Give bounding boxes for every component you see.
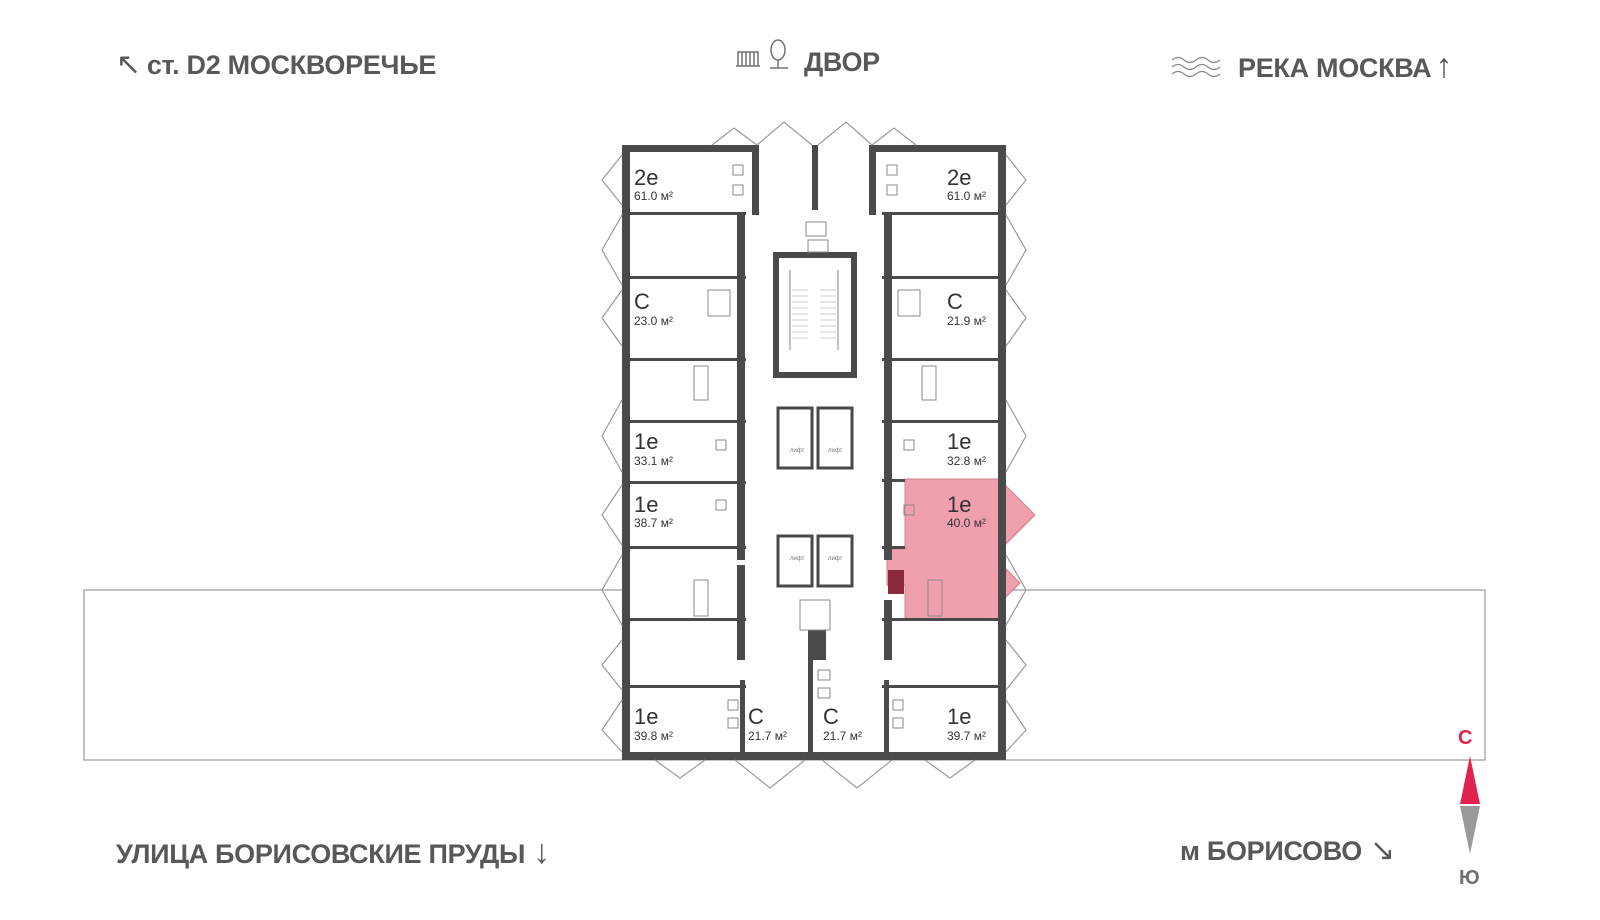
apartment-a6[interactable]: 1е 32.8 м² (947, 429, 986, 468)
apartment-a10[interactable]: С 21.7 м² (748, 704, 787, 743)
apt-area-a5: 33.1 м² (634, 454, 673, 468)
apt-type-a10: С (748, 704, 764, 729)
apt-type-a1: 2е (634, 165, 658, 190)
arrow-down-icon: ↓ (533, 833, 550, 871)
bathroom-fixtures (693, 164, 943, 729)
lift-label-4: лифт (828, 556, 843, 562)
apt-area-a10: 21.7 м² (748, 729, 787, 743)
compass-north-label: С (1458, 727, 1472, 749)
direction-bottom-left-text: УЛИЦА БОРИСОВСКИЕ ПРУДЫ (116, 839, 526, 869)
direction-top-right: РЕКА МОСКВА↑ (1170, 47, 1452, 86)
apt-area-a6: 32.8 м² (947, 454, 986, 468)
bay-windows (601, 121, 1027, 789)
outer-walls (622, 145, 1006, 760)
interior-walls (630, 212, 998, 760)
apartment-a7[interactable]: 1е 38.7 м² (634, 492, 673, 530)
stair-core (773, 252, 857, 378)
lift-label-1: лифт (790, 448, 805, 454)
compass-south-label: Ю (1459, 867, 1480, 889)
lift-shafts (776, 406, 854, 588)
apartment-a3[interactable]: С 23.0 м² (634, 289, 673, 328)
apt-type-a4: С (947, 289, 963, 314)
lift-labels: лифт лифт лифт лифт (790, 448, 843, 562)
apt-type-a8: 1е (947, 492, 971, 517)
arrow-up-icon: ↑ (1435, 47, 1453, 85)
direction-top-center-text: ДВОР (804, 47, 880, 77)
arrow-up-left-icon: ↖ (116, 48, 141, 81)
apartment-a9[interactable]: 1е 39.8 м² (634, 704, 673, 743)
apartment-labels: 2е 61.0 м² 2е 61.0 м² С 23.0 м² С 21.9 м… (634, 165, 986, 743)
apt-type-a5: 1е (634, 429, 658, 454)
apartment-a1[interactable]: 2е 61.0 м² (634, 165, 673, 203)
apt-type-a9: 1е (634, 704, 658, 729)
apt-area-a11: 21.7 м² (823, 729, 862, 743)
apartment-a5[interactable]: 1е 33.1 м² (634, 429, 673, 468)
apt-type-a2: 2е (947, 165, 971, 190)
apt-type-a11: С (823, 704, 839, 729)
apt-area-a4: 21.9 м² (947, 314, 986, 328)
direction-top-center: ДВОР (732, 39, 880, 80)
compass-south-arrow-icon (1460, 806, 1480, 854)
apt-type-a6: 1е (947, 429, 971, 454)
apt-area-a12: 39.7 м² (947, 729, 986, 743)
apt-area-a3: 23.0 м² (634, 314, 673, 328)
apt-area-a2: 61.0 м² (947, 189, 986, 203)
apt-area-a1: 61.0 м² (634, 189, 673, 203)
direction-bottom-right: м БОРИСОВО↘ (1180, 833, 1395, 868)
apartment-a11[interactable]: С 21.7 м² (823, 704, 862, 743)
arrow-down-right-icon: ↘ (1369, 834, 1395, 867)
direction-bottom-right-text: м БОРИСОВО (1180, 836, 1362, 866)
apt-type-a12: 1е (947, 704, 971, 729)
direction-bottom-left: УЛИЦА БОРИСОВСКИЕ ПРУДЫ↓ (116, 833, 550, 872)
direction-top-right-text: РЕКА МОСКВА (1238, 53, 1432, 83)
courtyard-icon (736, 39, 788, 69)
apt-type-a3: С (634, 289, 650, 314)
lift-label-2: лифт (828, 448, 843, 454)
compass: С Ю (1458, 727, 1480, 889)
highlight-shaft (888, 570, 904, 594)
direction-top-left: ↖ст. D2 МОСКВОРЕЧЬЕ (116, 47, 436, 82)
lift-label-3: лифт (790, 556, 805, 562)
direction-top-left-text: ст. D2 МОСКВОРЕЧЬЕ (146, 50, 437, 80)
apartment-a8[interactable]: 1е 40.0 м² (947, 492, 986, 530)
apartment-a4[interactable]: С 21.9 м² (947, 289, 986, 328)
river-waves-icon (1171, 56, 1221, 78)
compass-north-arrow-icon (1460, 756, 1480, 804)
apt-area-a9: 39.8 м² (634, 729, 673, 743)
apt-area-a7: 38.7 м² (634, 516, 673, 530)
apt-type-a7: 1е (634, 492, 658, 517)
apt-area-a8: 40.0 м² (947, 516, 986, 530)
apartment-a2[interactable]: 2е 61.0 м² (947, 165, 986, 203)
apartment-a12[interactable]: 1е 39.7 м² (947, 704, 986, 743)
